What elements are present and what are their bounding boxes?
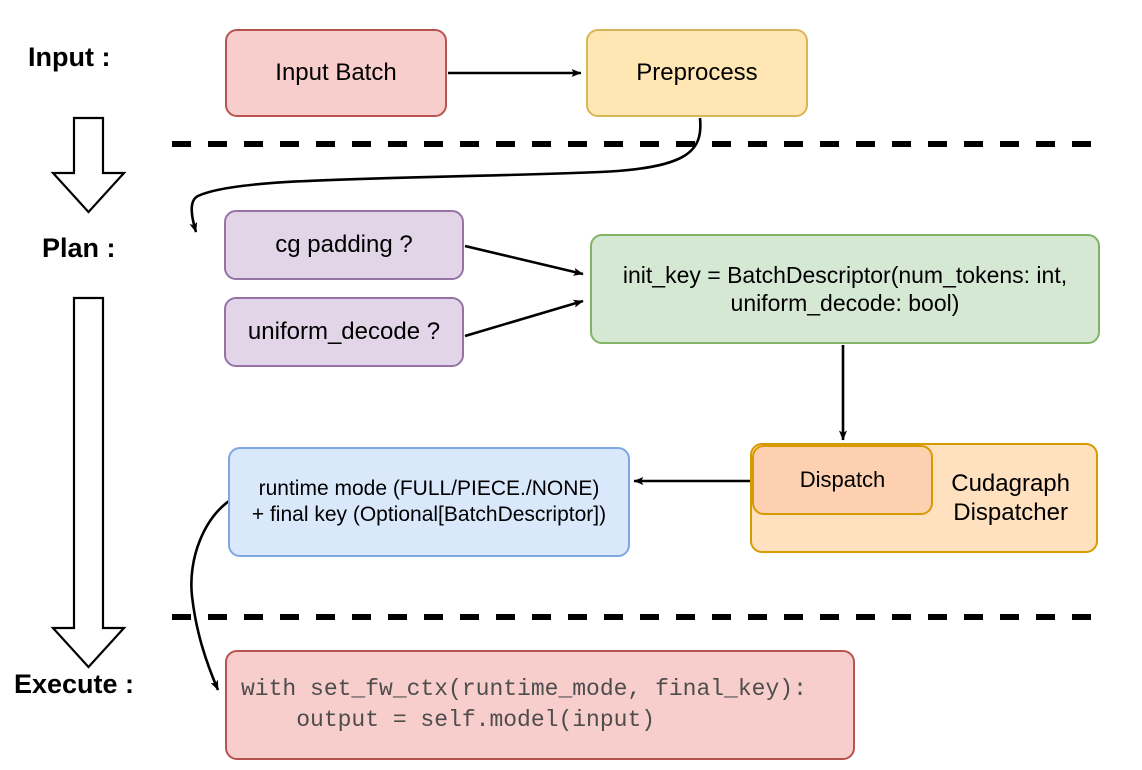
node-cg-padding-label: cg padding ? (275, 231, 413, 259)
node-dispatch[interactable]: Dispatch (752, 445, 933, 515)
node-init-key-line2: uniform_decode: bool) (730, 290, 960, 316)
node-preprocess[interactable]: Preprocess (586, 29, 808, 117)
node-runtime-mode-line1: runtime mode (FULL/PIECE./NONE) (258, 477, 600, 501)
edge-cg-padding-to-init-key (464, 244, 584, 276)
node-runtime-mode-line2: + final key (Optional[BatchDescriptor]) (251, 503, 607, 526)
stage-label-input: Input : (28, 42, 111, 72)
node-exec-code-text: with set_fw_ctx(runtime_mode, final_key)… (241, 674, 807, 736)
node-cudagraph-dispatcher-line2: Dispatcher (953, 499, 1068, 526)
node-input-batch[interactable]: Input Batch (225, 29, 447, 117)
flow-arrow-plan-to-execute (50, 296, 127, 669)
node-cudagraph-dispatcher-line1: Cudagraph (951, 469, 1070, 497)
node-uniform-decode[interactable]: uniform_decode ? (224, 297, 464, 367)
stage-label-execute: Execute : (14, 669, 135, 699)
node-init-key-text: init_key = BatchDescriptor(num_tokens: i… (623, 261, 1067, 317)
flow-arrow-input-to-plan (50, 116, 127, 214)
node-init-key[interactable]: init_key = BatchDescriptor(num_tokens: i… (590, 234, 1100, 344)
node-input-batch-label: Input Batch (275, 59, 397, 87)
node-preprocess-label: Preprocess (636, 59, 758, 87)
node-init-key-line1: init_key = BatchDescriptor(num_tokens: i… (622, 261, 1068, 288)
node-exec-code-line1: with set_fw_ctx(runtime_mode, final_key)… (241, 675, 807, 702)
node-cg-padding[interactable]: cg padding ? (224, 210, 464, 280)
node-exec-code[interactable]: with set_fw_ctx(runtime_mode, final_key)… (225, 650, 855, 760)
stage-label-plan: Plan : (42, 233, 116, 263)
node-runtime-mode[interactable]: runtime mode (FULL/PIECE./NONE) + final … (228, 447, 630, 557)
node-dispatch-label: Dispatch (799, 466, 886, 492)
node-runtime-mode-text: runtime mode (FULL/PIECE./NONE) + final … (252, 476, 606, 527)
node-exec-code-line2: output = self.model(input) (241, 707, 656, 733)
node-cudagraph-dispatcher-text: Cudagraph Dispatcher (951, 469, 1070, 528)
edge-uniform-decode-to-init-key (464, 299, 584, 338)
node-uniform-decode-label: uniform_decode ? (247, 318, 441, 346)
